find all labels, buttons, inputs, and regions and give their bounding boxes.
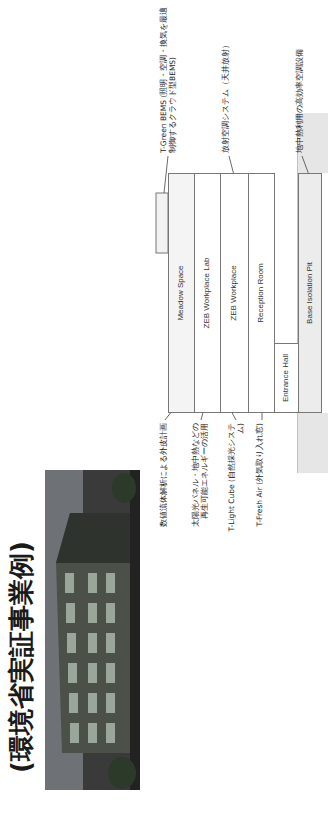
photo-window bbox=[65, 573, 74, 593]
photo-tree bbox=[108, 757, 136, 789]
photo-window bbox=[69, 693, 78, 713]
photo-window bbox=[88, 693, 97, 713]
floor-name: ZEB Workplace bbox=[230, 265, 239, 320]
photo-window bbox=[106, 573, 115, 593]
callout-text: T-Light Cube (自然採光システム) bbox=[228, 423, 246, 533]
floor-band: Entrance Hall bbox=[274, 343, 299, 413]
floor-name: Meadow Space bbox=[177, 265, 186, 320]
floor-band: ZEB Workplace Lab bbox=[194, 173, 221, 413]
photo-windows bbox=[65, 573, 115, 743]
photo-frame bbox=[45, 470, 140, 790]
photo-window bbox=[67, 633, 76, 653]
photo-window bbox=[70, 723, 79, 743]
photo-window bbox=[88, 633, 97, 653]
floor-band: Meadow Space bbox=[168, 173, 195, 413]
callout-text: T-Green BEMS (照明・空調・換気を最適制御するクラウド型BEMS) bbox=[160, 5, 178, 153]
roof-penthouse bbox=[156, 193, 168, 253]
photo-window bbox=[106, 633, 115, 653]
photo-window bbox=[106, 603, 115, 623]
photo-building bbox=[56, 513, 132, 753]
photo-window bbox=[88, 573, 97, 593]
photo-window bbox=[106, 663, 115, 683]
floor-name: Entrance Hall bbox=[282, 354, 291, 402]
floor-name: Reception Room bbox=[257, 263, 266, 323]
callout-text: 太陽光パネル・地中熱などの再生可能エネルギーの活用 bbox=[192, 423, 210, 533]
photo-window bbox=[106, 723, 115, 743]
floor-name: ZEB Workplace Lab bbox=[203, 258, 212, 329]
photo-window bbox=[88, 663, 97, 683]
leader-lines bbox=[164, 156, 312, 420]
photo-window bbox=[68, 663, 77, 683]
photo-ground bbox=[130, 470, 140, 790]
photo-window bbox=[88, 723, 97, 743]
photo-window bbox=[88, 603, 97, 623]
floor-band: ZEB Workplace bbox=[220, 173, 249, 413]
photo-window bbox=[106, 693, 115, 713]
callout-text: T-Fresh Air (外気取り入れ窓) bbox=[256, 423, 265, 533]
floor-band: Reception Room bbox=[248, 173, 275, 413]
callout-text: 放射空調システム（天井放射） bbox=[222, 5, 231, 153]
photo-building-side bbox=[56, 513, 132, 563]
callout-text: 地中熱利用の高効率空調設備 bbox=[296, 5, 305, 153]
callout-text: 数値流体解析による外皮計画 bbox=[160, 423, 169, 533]
photo-window bbox=[66, 603, 75, 623]
ground-hatch bbox=[298, 413, 328, 473]
floor-band: Base Isolation Pit bbox=[298, 173, 322, 413]
page-title: (環境省実証事業例) bbox=[4, 541, 39, 773]
floor-name: Base Isolation Pit bbox=[306, 262, 315, 324]
photo-tree bbox=[112, 473, 136, 503]
